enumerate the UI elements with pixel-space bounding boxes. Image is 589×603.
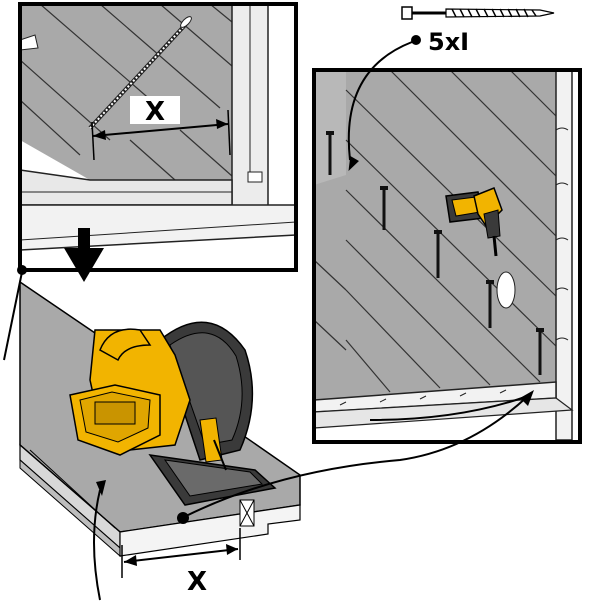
- measure-line-bottom: [121, 528, 241, 578]
- callout-line-saw: [185, 395, 529, 517]
- measure-line-top: [91, 109, 231, 161]
- measure-label-bottom: X: [187, 567, 207, 597]
- callout-arrow-screws: [347, 41, 413, 161]
- detail-panel-right: [312, 68, 582, 444]
- screw-icon: [401, 6, 555, 20]
- wall-screws: [328, 135, 542, 375]
- screw-count-label: 5xI: [428, 28, 469, 56]
- screw-in-detail: [88, 16, 192, 130]
- drill-icon: [445, 187, 503, 257]
- measure-label-top: X: [145, 97, 165, 127]
- arrow-down-icon: [64, 228, 104, 282]
- callout-line-bottom: [93, 489, 101, 601]
- detail-panel-top-left: X: [18, 2, 298, 272]
- callout-line-left: [3, 271, 23, 361]
- plank-and-saw-scene: X: [19, 280, 301, 597]
